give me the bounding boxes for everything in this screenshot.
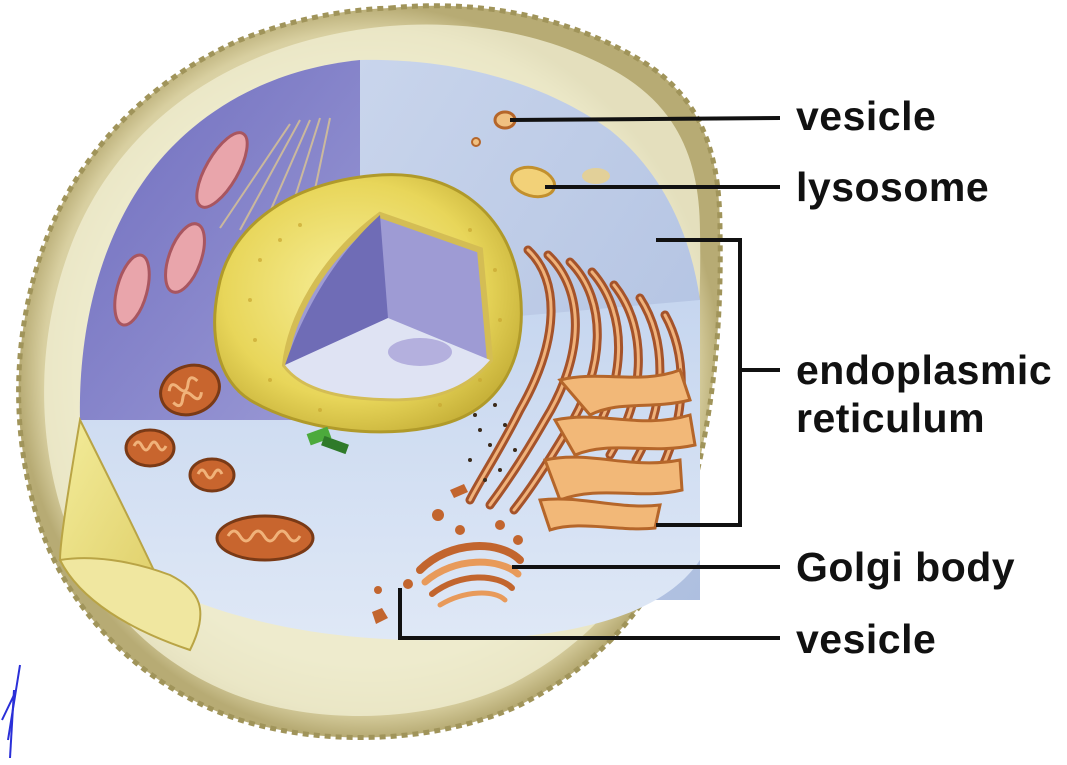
label-endoplasmic: endoplasmic [796,348,1052,392]
label-vesicle-bottom: vesicle [796,617,936,661]
label-reticulum: reticulum [796,396,985,440]
label-vesicle-top: vesicle [796,94,936,138]
pen-marks [2,665,20,758]
label-golgi-body: Golgi body [796,545,1015,589]
label-lysosome: lysosome [796,165,989,209]
